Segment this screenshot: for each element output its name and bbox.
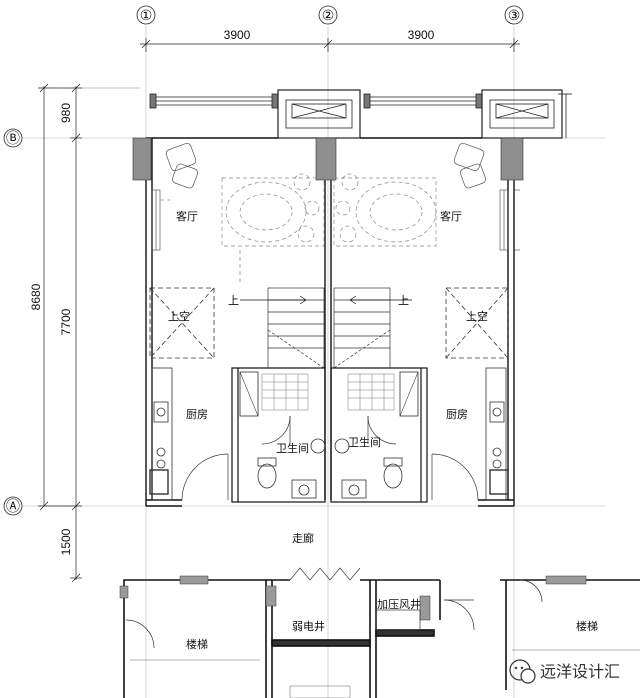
room-label-kitchen-right: 厨房 (446, 408, 468, 421)
unit-walls (145, 137, 515, 507)
room-label-void-right: 上空 (466, 309, 488, 323)
top-dimension (140, 38, 520, 52)
core-hatch (119, 575, 587, 621)
stair-up-label-right: 上 (398, 294, 409, 307)
room-label-kitchen-left: 厨房 (186, 408, 208, 421)
armchairs (165, 142, 486, 189)
svg-text:②: ② (322, 7, 335, 23)
grid-lines (22, 26, 605, 698)
axis-bubble-b: Ⓑ (3, 128, 23, 148)
wechat-icon (509, 659, 536, 684)
room-label-living-right: 客厅 (440, 209, 462, 223)
dim-bay-right: 3900 (408, 28, 435, 42)
columns (132, 137, 524, 181)
room-label-bath-right: 卫生间 (348, 435, 381, 449)
room-label-stair-left: 楼梯 (186, 637, 208, 651)
stair-up-label-left: 上 (228, 294, 239, 307)
axis-bubble-3: ③ (504, 5, 524, 25)
dim-top-offset: 980 (59, 103, 73, 123)
left-dimension (38, 83, 140, 583)
svg-text:③: ③ (508, 7, 521, 23)
svg-text:①: ① (140, 7, 153, 23)
watermark: 远洋设计汇 (509, 659, 620, 684)
axis-bubble-a: Ⓐ (3, 496, 23, 516)
axis-bubble-1: ① (136, 5, 156, 25)
dim-unit-depth: 7700 (59, 308, 73, 335)
void-areas (149, 287, 509, 359)
room-label-weak-shaft: 弱电井 (292, 619, 325, 633)
core-doors (125, 567, 543, 649)
toilets (257, 457, 403, 489)
bathroom-walls (231, 367, 428, 503)
room-label-corridor: 走廊 (292, 531, 314, 545)
central-stair (240, 287, 412, 369)
svg-text:Ⓑ: Ⓑ (6, 130, 20, 146)
shower-areas (261, 373, 395, 411)
kitchen-fixtures (149, 367, 509, 501)
facade-top (149, 89, 572, 139)
side-fixtures (151, 189, 520, 251)
room-label-void-left: 上空 (168, 309, 190, 323)
room-label-living-left: 客厅 (176, 209, 198, 223)
watermark-text: 远洋设计汇 (540, 662, 620, 681)
dim-overall-depth: 8680 (29, 283, 43, 310)
dim-corridor-depth: 1500 (59, 528, 73, 555)
dim-bay-left: 3900 (224, 28, 251, 42)
room-label-stair-right: 楼梯 (576, 619, 598, 633)
bathroom-doors (261, 415, 397, 445)
svg-text:Ⓐ: Ⓐ (6, 498, 20, 514)
living-furniture-right (333, 173, 437, 247)
axis-bubble-2: ② (318, 5, 338, 25)
room-label-pressure-shaft: 加压风井 (377, 597, 421, 611)
living-furniture-left (160, 173, 325, 282)
core-stairs (130, 649, 640, 698)
wash-basins (291, 438, 367, 499)
room-label-bath-left: 卫生间 (276, 441, 309, 455)
kitchen-doors (181, 453, 479, 501)
